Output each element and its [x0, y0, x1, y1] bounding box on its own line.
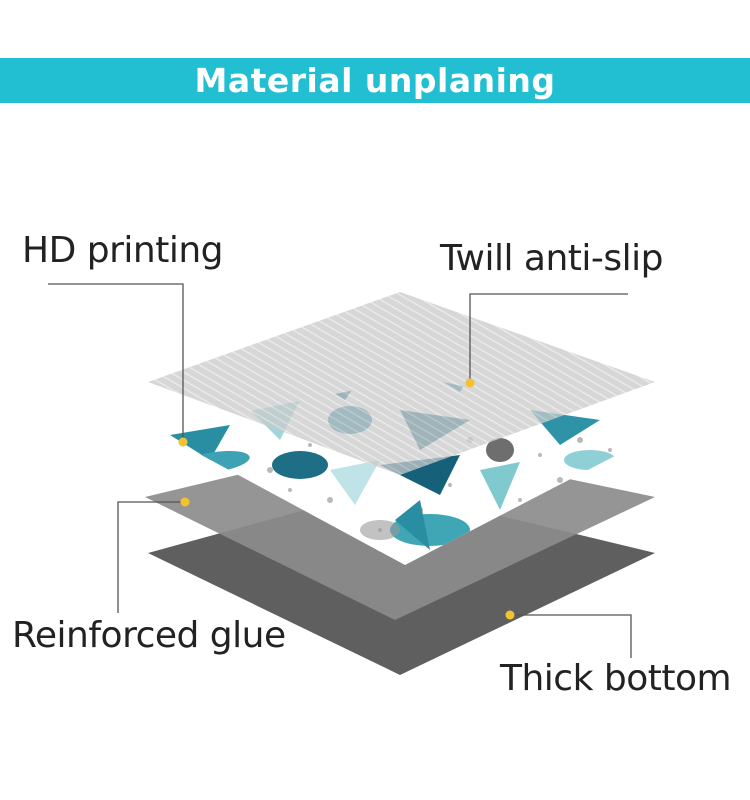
reinforced-glue-leader — [117, 501, 183, 613]
reinforced-glue-label: Reinforced glue — [12, 615, 286, 656]
hd-printing-leader — [48, 283, 184, 438]
twill-anti-slip-marker — [465, 378, 475, 388]
hd-printing-label: HD printing — [22, 230, 224, 271]
thick-bottom-label: Thick bottom — [500, 658, 732, 699]
twill-anti-slip-label: Twill anti-slip — [440, 238, 664, 279]
twill-anti-slip-leader — [469, 293, 628, 382]
hd-printing-marker — [178, 437, 188, 447]
page-title: Material unplaning — [194, 61, 556, 100]
twill-anti-slip-layer — [148, 292, 655, 475]
thick-bottom-marker — [505, 610, 515, 620]
thick-bottom-leader — [512, 614, 632, 658]
reinforced-glue-marker — [180, 497, 190, 507]
title-banner: Material unplaning — [0, 58, 750, 103]
